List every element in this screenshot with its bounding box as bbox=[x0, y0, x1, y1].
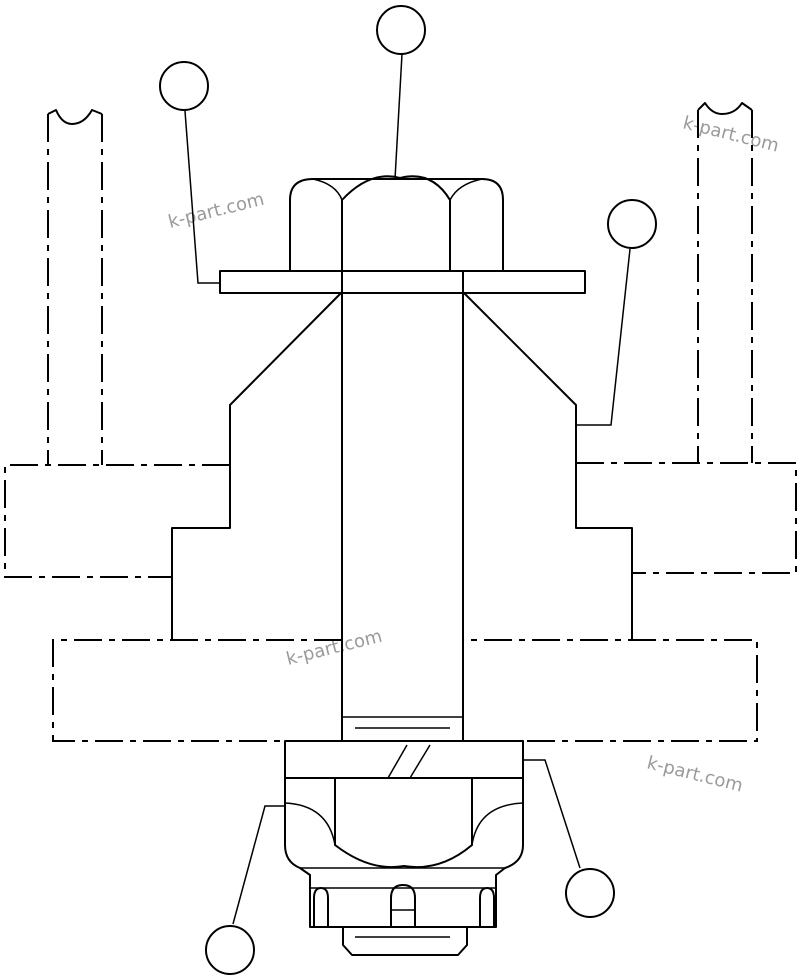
leader-line-bottom-right bbox=[523, 759, 581, 869]
callout-top-center bbox=[376, 5, 426, 55]
leader-line-right-upper bbox=[576, 248, 631, 426]
right-upright-post bbox=[697, 102, 753, 463]
flat-washer bbox=[219, 270, 586, 294]
stepped-bushing bbox=[171, 291, 633, 640]
castle-nut bbox=[284, 777, 524, 928]
left-upright-post bbox=[47, 109, 103, 465]
leader-line-bottom-left bbox=[232, 805, 285, 925]
watermark-2: k-part.com bbox=[681, 112, 781, 156]
bolt-shank bbox=[341, 270, 464, 742]
callout-bottom-left bbox=[205, 925, 255, 975]
lower-plate bbox=[52, 639, 758, 742]
callout-bottom-right bbox=[565, 868, 615, 918]
leader-line-top-left bbox=[184, 110, 220, 284]
thread-section bbox=[284, 740, 524, 779]
callout-top-left bbox=[159, 61, 209, 111]
callout-right-upper bbox=[607, 199, 657, 249]
right-mounting-block bbox=[576, 462, 797, 574]
watermark-1: k-part.com bbox=[166, 189, 266, 233]
watermark-3: k-part.com bbox=[284, 626, 384, 670]
leader-line-top-center bbox=[394, 53, 403, 180]
bolt-hex-head bbox=[289, 175, 504, 271]
left-mounting-block bbox=[4, 464, 230, 578]
bolt-threaded-tip bbox=[342, 927, 468, 956]
watermark-4: k-part.com bbox=[645, 752, 745, 796]
